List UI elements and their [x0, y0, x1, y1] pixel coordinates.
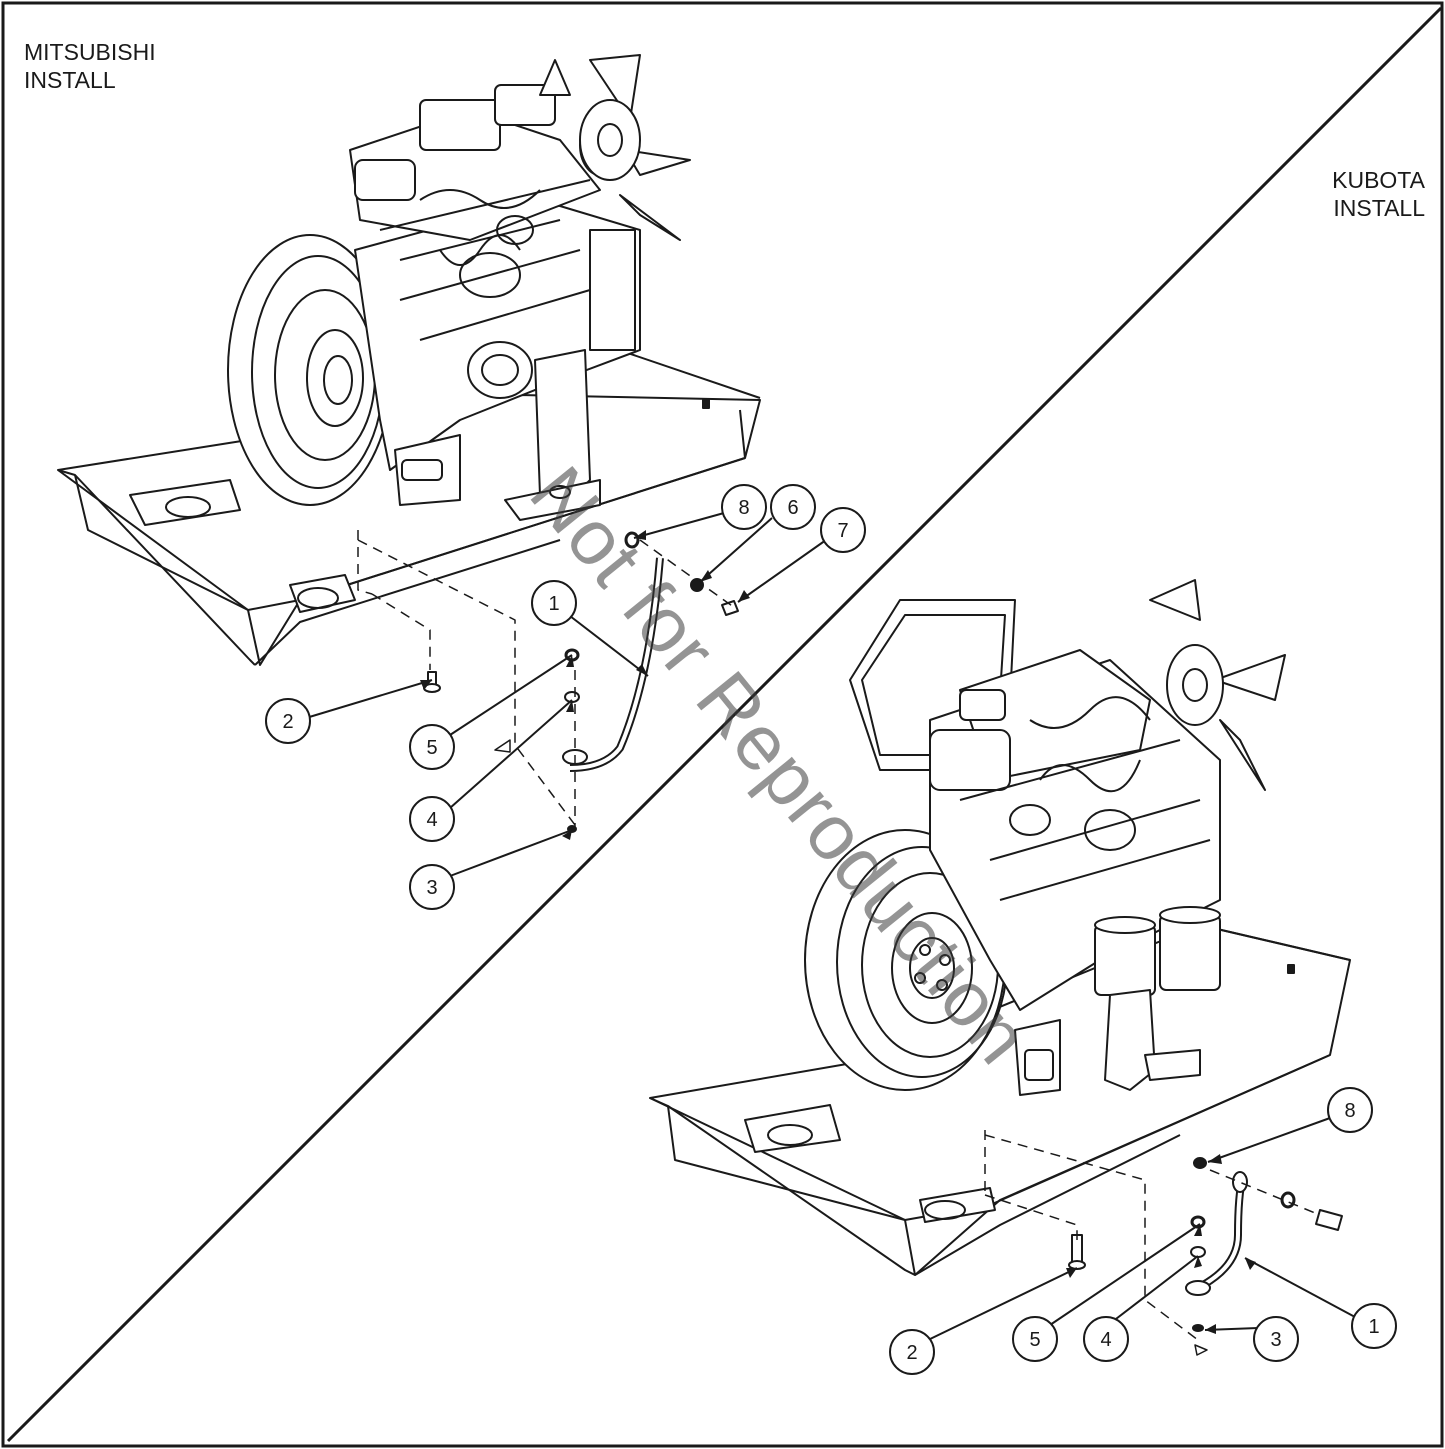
mitsubishi-engine: [227, 54, 691, 521]
mitsubishi-alignment-lines: [357, 530, 736, 830]
callout-number: 5: [1029, 1329, 1040, 1351]
callout-item-2: 2: [265, 698, 311, 744]
callout-item-2: 2: [889, 1329, 935, 1375]
callout-item-7: 7: [820, 507, 866, 553]
callout-number: 3: [426, 877, 437, 899]
callout-number: 4: [426, 809, 437, 831]
mitsubishi-install-title: MITSUBISHI INSTALL: [24, 39, 156, 93]
callout-item-8: 8: [1327, 1087, 1373, 1133]
callout-item-5: 5: [1012, 1316, 1058, 1362]
callout-item-4: 4: [409, 796, 455, 842]
callout-number: 5: [426, 737, 437, 759]
kubota-hardware: [1068, 1157, 1343, 1332]
callout-number: 4: [1100, 1329, 1111, 1351]
callout-leaders: [305, 512, 1356, 1341]
mitsubishi-callouts: 8 6 7 1 2 5 4 3: [265, 484, 866, 910]
callout-item-6: 6: [770, 484, 816, 530]
callout-arrowheads: [420, 530, 1256, 1334]
callout-item-4: 4: [1083, 1316, 1129, 1362]
callout-number: 2: [282, 711, 293, 733]
callout-number: 8: [738, 497, 749, 519]
callout-item-1: 1: [1351, 1303, 1397, 1349]
section-divider-line: [6, 6, 1443, 1443]
callout-number: 6: [787, 497, 798, 519]
callout-item-3: 3: [409, 864, 455, 910]
callout-number: 8: [1344, 1100, 1355, 1122]
kubota-base-tray: [649, 924, 1351, 1276]
kubota-alignment-lines: [984, 1130, 1321, 1341]
kubota-install-illustration: [649, 579, 1351, 1356]
kubota-install-title: KUBOTA INSTALL: [1332, 167, 1425, 221]
callout-item-1: 1: [531, 580, 577, 626]
kubota-callouts: 8 1 2 5 4 3: [889, 1087, 1397, 1375]
callout-number: 2: [906, 1342, 917, 1364]
callout-item-8: 8: [721, 484, 767, 530]
callout-number: 1: [1368, 1316, 1379, 1338]
callout-item-3: 3: [1253, 1316, 1299, 1362]
callout-number: 3: [1270, 1329, 1281, 1351]
mitsubishi-install-illustration: [57, 54, 761, 833]
callout-item-5: 5: [409, 724, 455, 770]
callout-number: 7: [837, 520, 848, 542]
callout-number: 1: [548, 593, 559, 615]
kubota-engine: [804, 579, 1286, 1096]
